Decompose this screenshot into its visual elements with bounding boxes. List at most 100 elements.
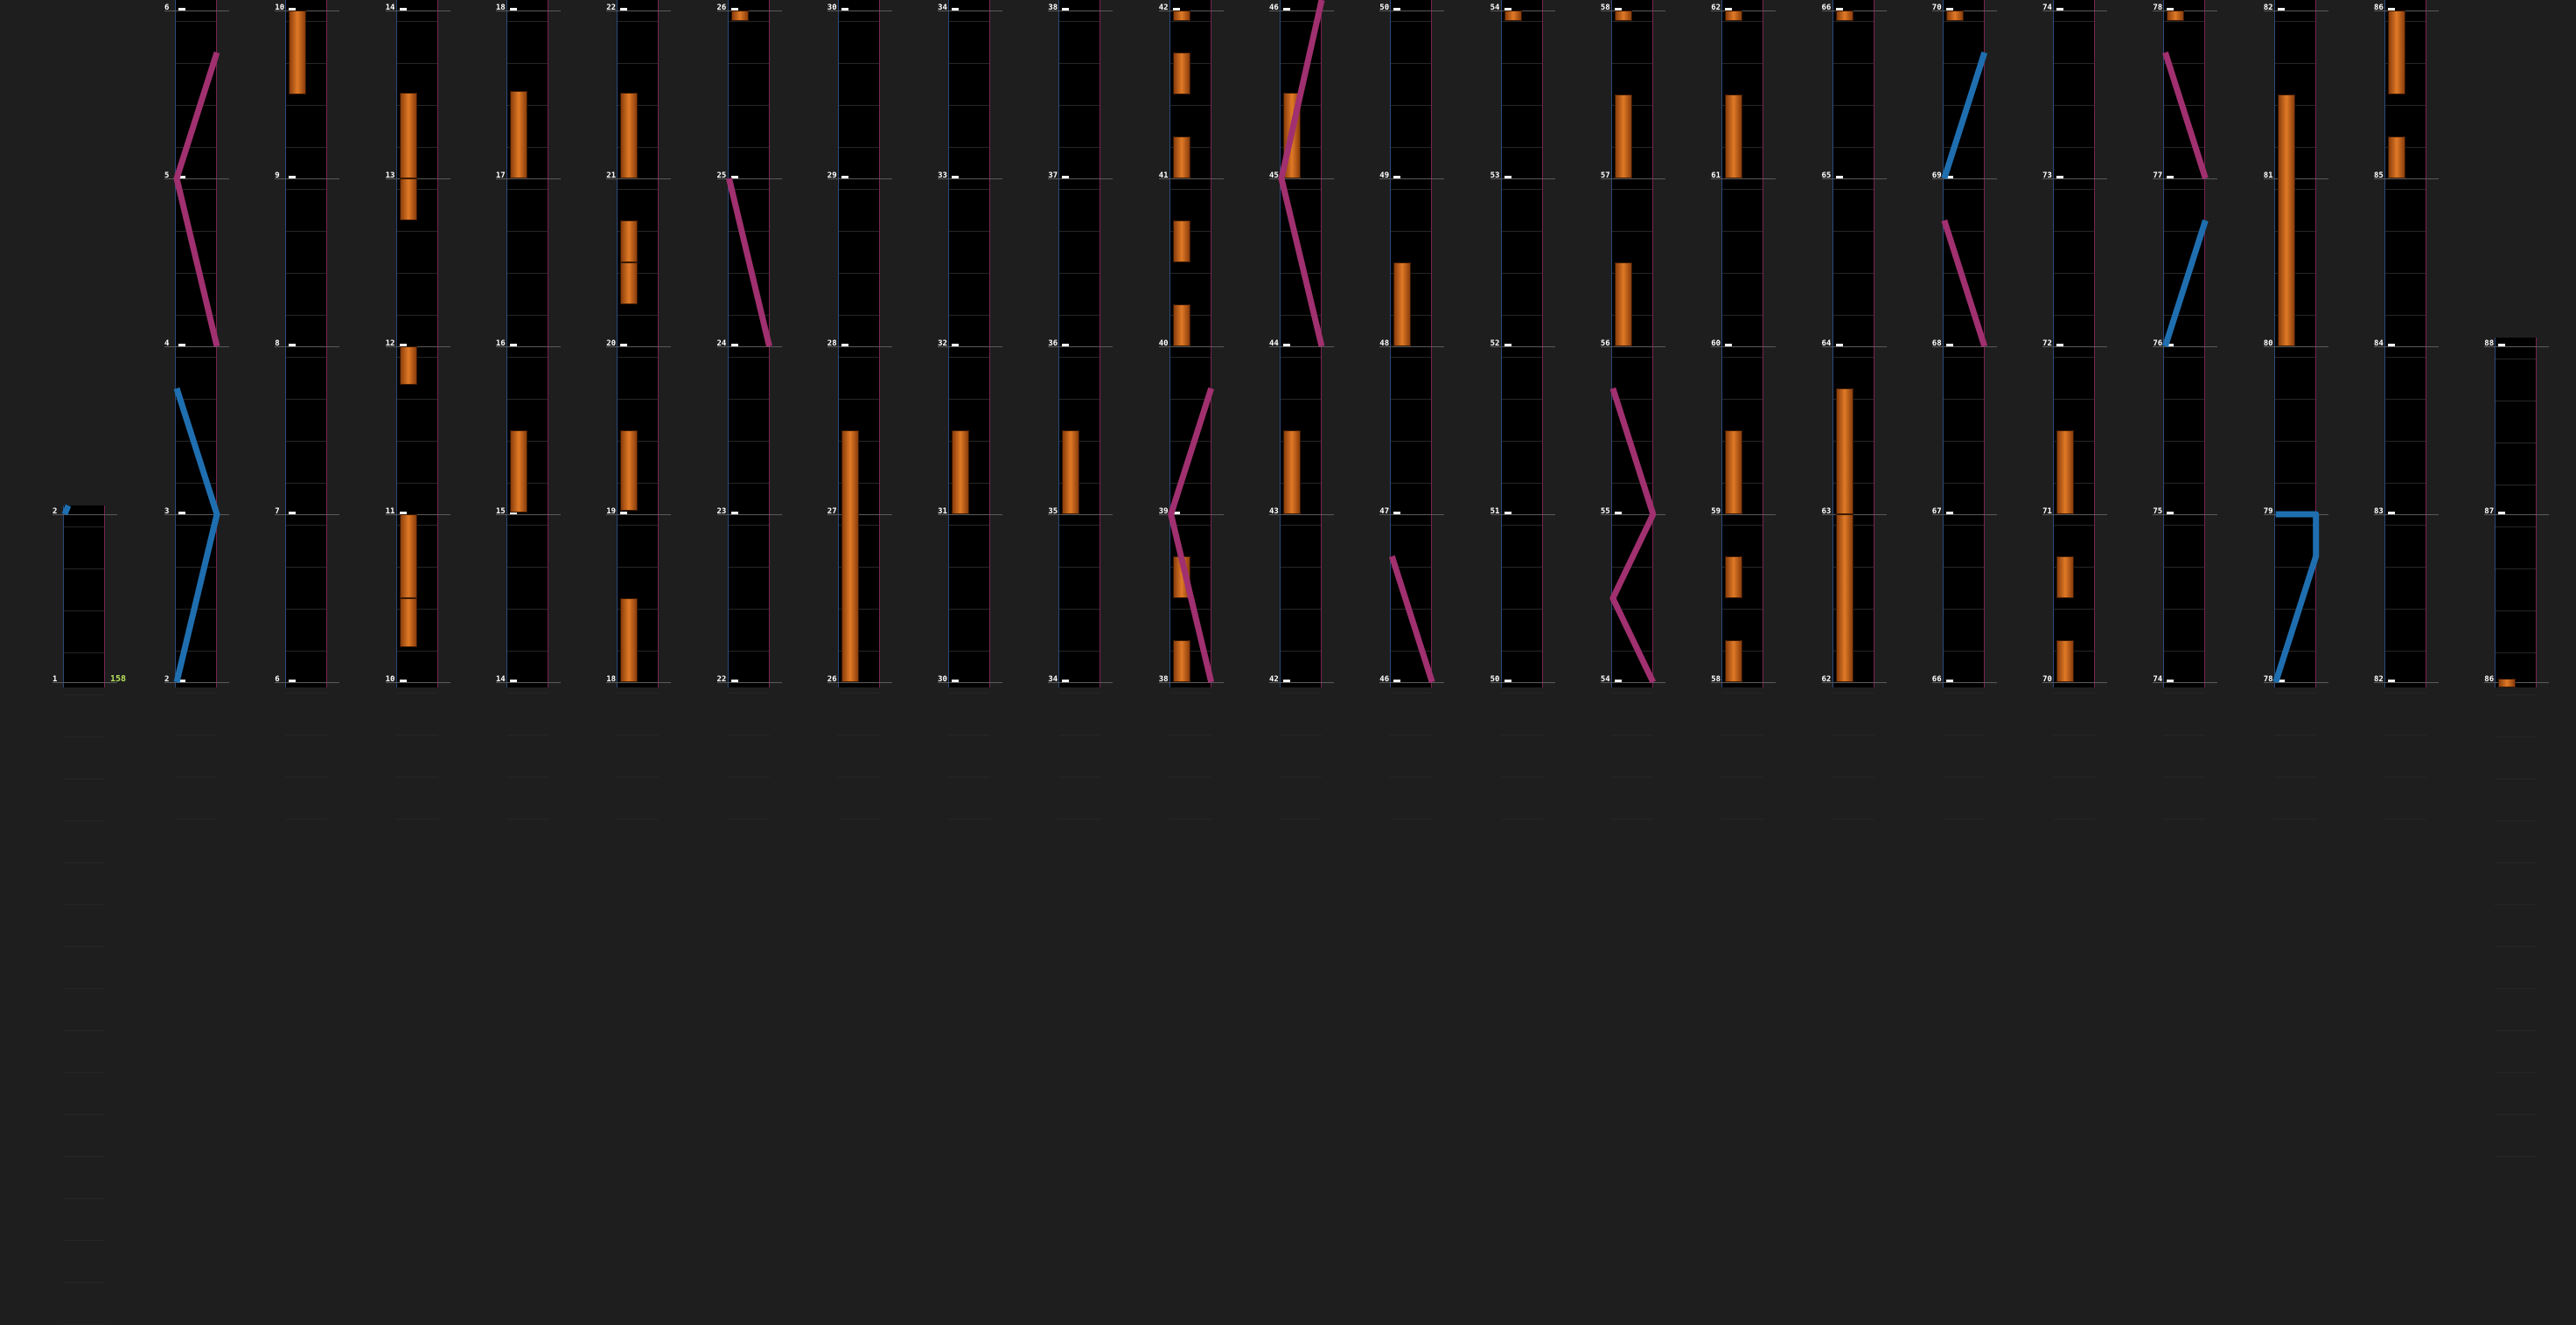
grid-line: [948, 693, 991, 694]
grid-line: [948, 315, 991, 316]
grid-line: [63, 1072, 105, 1073]
grid-line: [948, 147, 991, 148]
tap-note: [509, 8, 517, 10]
grid-line: [727, 105, 770, 106]
grid-line: [1390, 651, 1433, 652]
lane-edge-left: [506, 0, 507, 687]
measure-number: 14: [495, 675, 506, 684]
grid-line: [63, 1198, 105, 1199]
grid-line: [2053, 357, 2096, 358]
grid-line: [2384, 567, 2426, 568]
grid-line: [1280, 231, 1322, 232]
measure-number: 6: [275, 675, 280, 684]
measure-number: 34: [938, 3, 947, 12]
grid-line: [617, 651, 660, 652]
hold-note: [1062, 430, 1080, 514]
hold-note: [1835, 388, 1853, 514]
grid-line: [395, 609, 438, 610]
measure-line: [827, 514, 892, 515]
grid-line: [1942, 441, 1985, 442]
grid-line: [395, 189, 438, 190]
grid-line: [506, 357, 548, 358]
hold-note: [841, 430, 859, 682]
grid-line: [1390, 777, 1433, 778]
grid-line: [1942, 21, 1985, 22]
slide-path: [1941, 51, 1988, 180]
measure-line: [1931, 10, 1997, 11]
measure-line: [1931, 682, 1997, 683]
lane-edge-left: [1610, 0, 1612, 687]
measure-line: [827, 346, 892, 347]
measure-number: 30: [938, 675, 947, 684]
hold-note: [2388, 136, 2405, 178]
grid-line: [2273, 609, 2316, 610]
measure-line: [275, 682, 340, 683]
grid-line: [2053, 735, 2096, 736]
grid-line: [175, 693, 217, 694]
measure-line: [2042, 178, 2108, 179]
grid-line: [1832, 525, 1874, 526]
grid-line: [1721, 441, 1764, 442]
measure-line: [1711, 178, 1777, 179]
grid-line: [285, 21, 328, 22]
grid-line: [727, 693, 770, 694]
tap-note: [952, 680, 960, 682]
grid-line: [1832, 777, 1874, 778]
lane-edge-right: [104, 506, 105, 687]
tap-note: [2167, 344, 2175, 346]
measure-number: 22: [606, 3, 617, 12]
grid-line: [175, 147, 217, 148]
measure-line: [1821, 514, 1887, 515]
grid-line: [1390, 189, 1433, 190]
grid-line: [2384, 441, 2426, 442]
grid-line: [948, 441, 991, 442]
grid-line: [2053, 483, 2096, 484]
measure-line: [2153, 178, 2218, 179]
lane-edge-right: [2094, 0, 2096, 687]
hold-note: [289, 10, 307, 94]
grid-line: [2273, 483, 2316, 484]
measure-number: 58: [1600, 3, 1610, 12]
measure-number: 70: [2042, 675, 2052, 684]
measure-number: 7: [275, 507, 280, 516]
grid-line: [1721, 231, 1764, 232]
grid-line: [2273, 147, 2316, 148]
tap-note: [1504, 176, 1511, 178]
grid-line: [1942, 315, 1985, 316]
grid-line: [285, 651, 328, 652]
grid-line: [506, 567, 548, 568]
lane-edge-left: [1169, 0, 1170, 687]
measure-line: [495, 10, 561, 11]
grid-line: [837, 651, 880, 652]
hold-note: [1725, 10, 1743, 21]
grid-line: [1169, 189, 1211, 190]
measure-number: 84: [2374, 339, 2384, 348]
measure-number: 4: [164, 339, 170, 348]
measure-number: 35: [1048, 507, 1058, 516]
measure-line: [1711, 682, 1777, 683]
tap-note: [2056, 8, 2064, 10]
measure-number: 60: [1711, 339, 1721, 348]
grid-line: [2163, 189, 2206, 190]
grid-line: [948, 483, 991, 484]
grid-line: [1500, 147, 1543, 148]
measure-number: 24: [716, 339, 727, 348]
grid-line: [1500, 735, 1543, 736]
measure-line: [495, 346, 561, 347]
grid-line: [1500, 525, 1543, 526]
tap-note: [1945, 176, 1953, 178]
tap-note: [1393, 176, 1401, 178]
tap-note: [1614, 680, 1622, 682]
grid-line: [1058, 273, 1101, 274]
grid-line: [617, 63, 660, 64]
grid-line: [2273, 777, 2316, 778]
grid-line: [285, 357, 328, 358]
grid-line: [1721, 651, 1764, 652]
tap-note: [2056, 176, 2064, 178]
grid-line: [63, 568, 105, 569]
hold-note: [1504, 10, 1522, 21]
grid-line: [175, 483, 217, 484]
measure-number: 30: [827, 3, 837, 12]
grid-line: [948, 63, 991, 64]
grid-line: [727, 231, 770, 232]
